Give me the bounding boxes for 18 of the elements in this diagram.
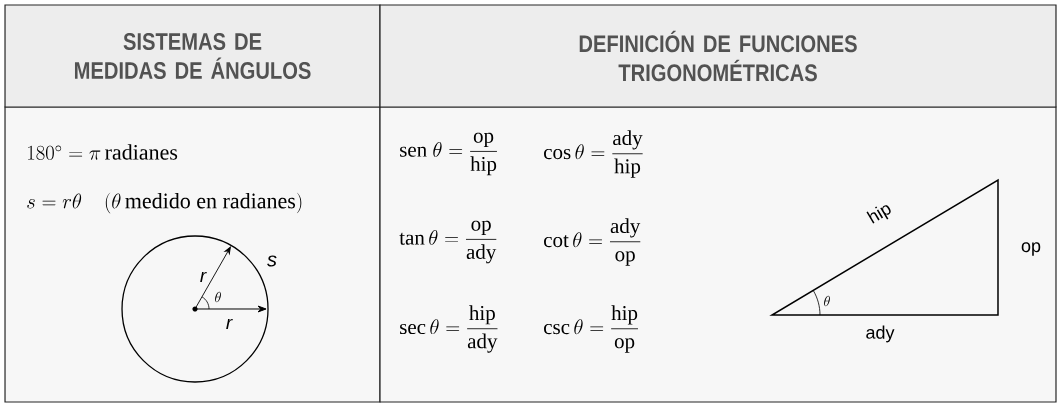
radius-label: r [200,271,207,283]
formula: $\cos\theta = \dfrac{\mathrm{ady}}{\mathrm{hip}}$ [544,130,643,178]
arc-label: s [267,255,277,267]
side-label: op [1021,242,1041,256]
formula: $\tan\theta = \dfrac{\mathrm{op}}{\mathrm{ady}}$ [399,220,497,264]
side-label: hip [866,205,891,224]
formula: $\cot\theta = \dfrac{\mathrm{ady}}{\mathrm{op}}$ [544,218,641,266]
formula: $\csc\theta = \dfrac{\mathrm{hip}}{\mathrm{op}}$ [544,305,638,353]
formula: $\mathrm{sen}\ \theta = \dfrac{\mathrm{op}}{\mathrm{hip}}$ [400,132,497,176]
side-label: ady [866,325,895,343]
angle-label: $\theta$ [215,291,221,303]
formula: $s = r\theta\quad(\theta\,\text{medido en radianes})$ [27,192,302,214]
formula: $180^\circ = \pi\,\text{radianes}$ [28,144,178,160]
angle-label: $\theta$ [824,295,830,307]
table-header: DEFINICIÓN DE FUNCIONES TRIGONOMÉTRICAS [379,4,1057,108]
formula: $\sec\theta = \dfrac{\mathrm{hip}}{\mathrm{ady}}$ [400,305,498,353]
radius-label: r [226,318,233,330]
table-header: SISTEMAS DE MEDIDAS DE ÁNGULOS [4,4,381,108]
